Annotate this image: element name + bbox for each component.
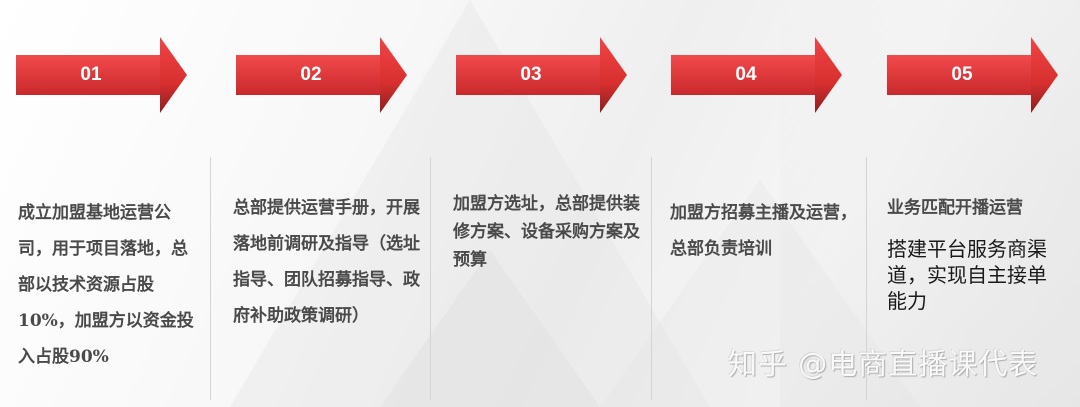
- arrow-right-icon: [887, 37, 1058, 113]
- step-arrow-02: 02: [236, 37, 408, 113]
- arrow-right-icon: [456, 37, 627, 113]
- column-divider: [651, 157, 652, 400]
- step-number: 02: [300, 64, 322, 85]
- column-divider: [210, 157, 211, 400]
- watermark: 知乎 @电商直播课代表: [728, 347, 1039, 381]
- step-description-02: 总部提供运营手册，开展落地前调研及指导（选址指导、团队招募指导、政府补助政策调研…: [233, 198, 420, 326]
- step-number: 03: [520, 64, 542, 85]
- column-divider: [430, 157, 431, 400]
- step-description-01: 成立加盟基地运营公司，用于项目落地，总部以技术资源占股10%，加盟方以资金投入占…: [18, 203, 194, 367]
- step-arrow-05: 05: [887, 37, 1059, 113]
- column-divider: [866, 157, 867, 400]
- step-description-03: 加盟方选址，总部提供装修方案、设备采购方案及预算: [453, 194, 640, 270]
- step-number: 05: [951, 64, 973, 85]
- step-arrow-01: 01: [16, 37, 188, 113]
- step-arrow-04: 04: [671, 37, 843, 113]
- step-title-05: 业务匹配开播运营: [887, 198, 1023, 218]
- arrow-right-icon: [16, 37, 187, 113]
- step-arrow-03: 03: [456, 37, 628, 113]
- step-description-04: 加盟方招募主播及运营，总部负责培训: [670, 203, 857, 259]
- step-number: 01: [80, 64, 102, 85]
- step-number: 04: [735, 64, 757, 85]
- arrow-right-icon: [236, 37, 407, 113]
- step-description-05: 搭建平台服务商渠道，实现自主接单能力: [887, 237, 1047, 313]
- arrow-right-icon: [671, 37, 842, 113]
